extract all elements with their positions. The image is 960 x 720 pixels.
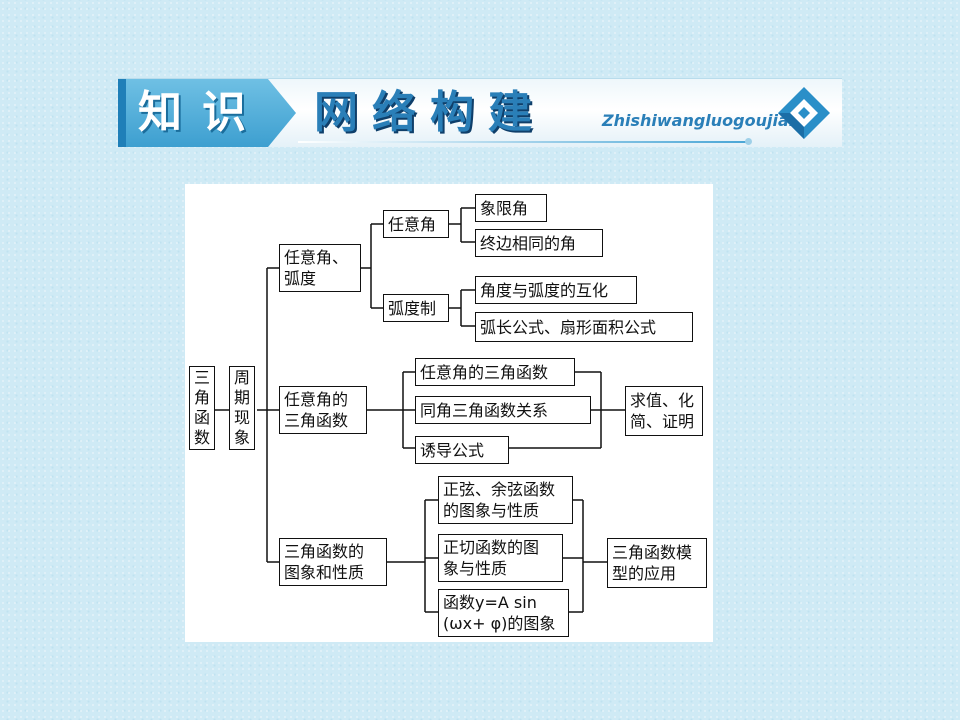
node-degree-radian-conversion: 角度与弧度的互化 [475, 276, 637, 304]
banner-pinyin: Zhishiwangluogoujian [602, 111, 801, 130]
node-coterminal-angle: 终边相同的角 [475, 229, 603, 257]
node-any-angle: 任意角 [383, 210, 449, 238]
node-radian-system: 弧度制 [383, 294, 449, 322]
node-tangent-graph: 正切函数的图 象与性质 [438, 534, 563, 582]
node-root: 三角函数 [189, 366, 215, 450]
node-trig-of-any-angle: 任意角的 三角函数 [279, 386, 367, 434]
node-reduction-formulas: 诱导公式 [415, 436, 509, 464]
banner-title-part2: 网络构建 [314, 87, 546, 138]
node-trig-graphs-properties: 三角函数的 图象和性质 [279, 538, 387, 586]
node-sinusoid-graph: 函数y=A sin (ωx+ φ)的图象 [438, 589, 569, 637]
node-arc-sector-formula: 弧长公式、扇形面积公式 [475, 312, 693, 342]
banner-stripe [118, 79, 126, 147]
banner-title-part1: 知识 [138, 87, 266, 138]
node-any-angle-radian: 任意角、 弧度 [279, 244, 361, 292]
connector-lines [215, 207, 625, 613]
node-sine-cosine-graphs: 正弦、余弦函数 的图象与性质 [438, 476, 573, 524]
diamond-arrow-icon [778, 87, 830, 139]
node-quadrant-angle: 象限角 [475, 194, 547, 222]
banner-tab [118, 79, 296, 147]
node-same-angle-relations: 同角三角函数关系 [415, 396, 591, 424]
title-banner: 知识 网络构建 Zhishiwangluogoujian [118, 78, 842, 147]
sinusoid-formula-line2: (ωx+ φ)的图象 [443, 614, 556, 633]
node-evaluate-simplify-prove: 求值、化 简、证明 [625, 386, 703, 436]
knowledge-network-diagram: 三角函数 周期现象 任意角、 弧度 任意角 象限角 终边相同的角 弧度制 角度与… [185, 184, 713, 642]
sinusoid-formula-line1: 函数y=A sin [443, 593, 537, 612]
node-trig-model-application: 三角函数模 型的应用 [607, 538, 707, 588]
node-periodic-phenomena: 周期现象 [229, 366, 255, 450]
banner-underline [298, 141, 748, 143]
banner-dot [745, 138, 752, 145]
node-trig-function-def: 任意角的三角函数 [415, 358, 575, 386]
